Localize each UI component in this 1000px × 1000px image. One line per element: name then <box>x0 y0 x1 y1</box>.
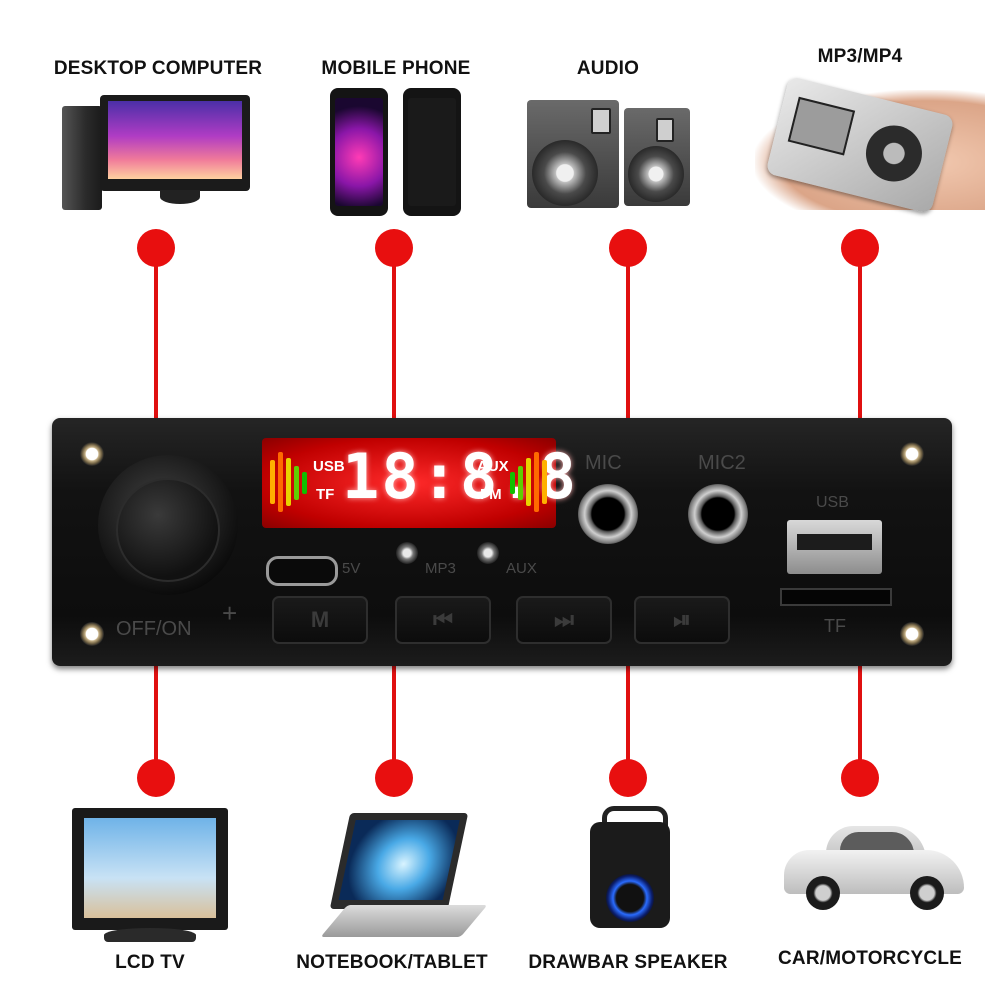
usb-port[interactable] <box>787 520 882 574</box>
mic1-jack[interactable] <box>578 484 638 544</box>
mount-hole-top-left <box>80 442 104 466</box>
connector-line-audio <box>626 248 630 420</box>
label-drawbar-speaker: DRAWBAR SPEAKER <box>528 952 728 973</box>
label-desktop-computer: DESKTOP COMPUTER <box>53 58 263 79</box>
volume-knob-cap[interactable] <box>116 478 220 582</box>
previous-button[interactable]: ⏮ <box>395 596 491 644</box>
usb-c-port[interactable] <box>266 556 338 586</box>
connector-line-desktop <box>154 248 158 420</box>
connector-dot-desktop <box>137 229 175 267</box>
connector-dot-audio <box>609 229 647 267</box>
usb-port-label: USB <box>816 494 849 511</box>
play-pause-button[interactable]: ⏯ <box>634 596 730 644</box>
label-audio: AUDIO <box>576 58 640 79</box>
connector-line-drawbar <box>626 664 630 780</box>
label-lcd-tv: LCD TV <box>115 952 185 973</box>
mount-hole-top-right <box>900 442 924 466</box>
knob-label: OFF/ON <box>116 618 192 640</box>
mode-button[interactable]: M <box>272 596 368 644</box>
label-notebook-tablet: NOTEBOOK/TABLET <box>296 952 488 973</box>
led-aux <box>477 542 499 564</box>
connector-line-tv <box>154 664 158 780</box>
mic1-label: MIC <box>585 452 622 474</box>
label-mobile-phone: MOBILE PHONE <box>321 58 471 79</box>
next-button[interactable]: ⏭ <box>516 596 612 644</box>
mount-hole-bottom-left <box>80 622 104 646</box>
display-tf-indicator: TF <box>316 486 335 503</box>
led-label-aux: AUX <box>506 560 537 577</box>
label-mp3-mp4: MP3/MP4 <box>817 46 903 67</box>
connector-line-notebook <box>392 664 396 780</box>
tf-slot-label: TF <box>824 616 846 636</box>
display-fm-indicator: FM <box>480 486 502 503</box>
connector-dot-car <box>841 759 879 797</box>
mic2-label: MIC2 <box>698 452 746 474</box>
connector-dot-notebook <box>375 759 413 797</box>
connector-line-phone <box>392 248 396 420</box>
connector-dot-tv <box>137 759 175 797</box>
display-usb-indicator: USB <box>313 458 345 475</box>
knob-plus-label: + <box>222 598 238 628</box>
connector-dot-mp3 <box>841 229 879 267</box>
mount-hole-bottom-right <box>900 622 924 646</box>
connector-dot-drawbar <box>609 759 647 797</box>
led-label-mp3: MP3 <box>425 560 456 577</box>
tf-card-slot[interactable] <box>780 588 892 606</box>
led-display <box>262 438 556 528</box>
connector-line-mp3 <box>858 248 862 420</box>
label-car-motorcycle: CAR/MOTORCYCLE <box>777 948 963 969</box>
connector-line-car <box>858 664 862 780</box>
led-label-5v: 5V <box>342 560 361 577</box>
mic2-jack[interactable] <box>688 484 748 544</box>
display-aux-indicator: AUX <box>477 458 509 475</box>
led-5v <box>396 542 418 564</box>
connector-dot-phone <box>375 229 413 267</box>
